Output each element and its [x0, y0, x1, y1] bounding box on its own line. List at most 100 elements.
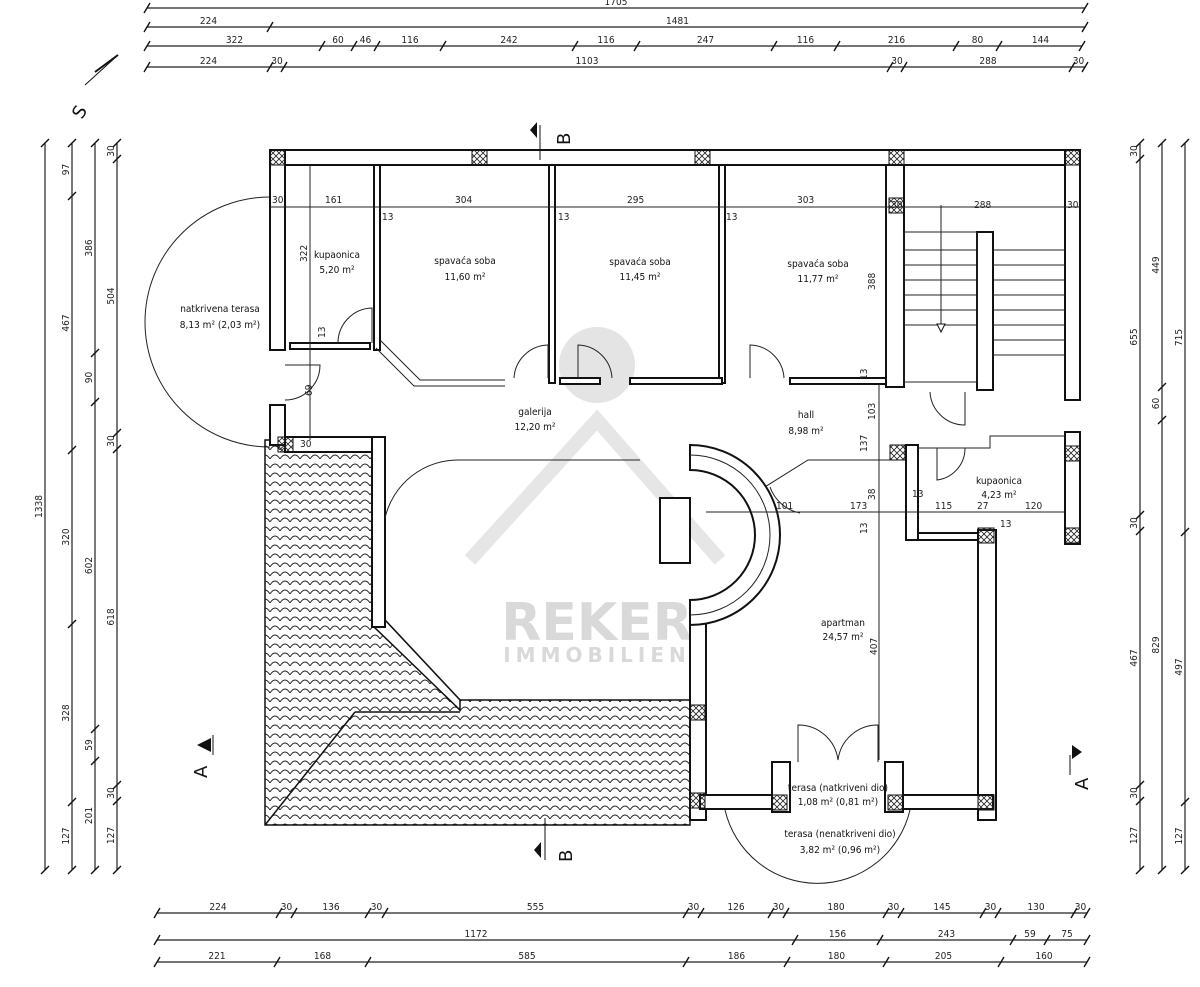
dimension-tick — [273, 956, 281, 968]
dim-label: 13 — [726, 212, 737, 223]
dimension-tick — [90, 756, 100, 766]
dimension-label: 180 — [827, 902, 844, 913]
dim-label: 407 — [869, 638, 880, 655]
dimension-label: 90 — [84, 372, 95, 384]
dim-label: 101 — [776, 501, 793, 512]
dimension-tick — [280, 61, 288, 73]
dimension-tick — [1180, 797, 1190, 807]
dimension-tick — [143, 21, 151, 33]
svg-text:11,77 m²: 11,77 m² — [798, 274, 839, 285]
dim-label: 13 — [859, 523, 870, 534]
dimension-label: 30 — [106, 435, 117, 447]
dimension-label: 655 — [1129, 328, 1140, 345]
dimension-label: 127 — [1129, 827, 1140, 844]
svg-text:3,82 m² (0,96 m²): 3,82 m² (0,96 m²) — [800, 845, 880, 856]
dimension-label: 1172 — [465, 929, 488, 940]
dimension-label: 127 — [1174, 827, 1185, 844]
dimension-tick — [266, 21, 274, 33]
section-marker-b-top: B — [530, 122, 575, 160]
dimension-label: 46 — [360, 35, 372, 46]
dim-label: 304 — [455, 195, 472, 206]
dimension-label: 618 — [106, 608, 117, 625]
dimension-tick — [67, 619, 77, 629]
dimension-label: 59 — [1024, 929, 1036, 940]
dimension-tick — [1081, 21, 1089, 33]
dimension-tick — [439, 40, 447, 52]
spiral-staircase — [659, 443, 781, 627]
dimension-tick — [143, 40, 151, 52]
dimension-tick — [995, 40, 1003, 52]
dimension-tick — [153, 907, 161, 919]
dimension-label: 449 — [1151, 256, 1162, 273]
dimension-label: 30 — [1129, 145, 1140, 157]
dimension-label: 201 — [84, 807, 95, 824]
svg-text:5,20 m²: 5,20 m² — [319, 265, 355, 276]
dimension-label: 224 — [209, 902, 226, 913]
dimension-tick — [1135, 510, 1145, 520]
dimension-label: 221 — [208, 951, 225, 962]
section-marker-a-right: A — [1069, 745, 1093, 790]
dim-label: 161 — [325, 195, 342, 206]
dim-label: 303 — [797, 195, 814, 206]
dimension-tick — [1157, 382, 1167, 392]
dimension-tick — [1135, 865, 1145, 875]
dimension-tick — [1135, 780, 1145, 790]
dimension-label: 127 — [106, 827, 117, 844]
dimension-tick — [290, 907, 298, 919]
dimension-label: 504 — [106, 287, 117, 304]
dimension-tick — [1083, 934, 1091, 946]
dimension-label: 97 — [61, 164, 72, 175]
svg-text:kupaonica: kupaonica — [976, 476, 1022, 487]
dimension-label: 75 — [1061, 929, 1072, 940]
dimension-tick — [112, 154, 122, 164]
svg-text:8,98 m²: 8,98 m² — [788, 426, 824, 437]
dimension-tick — [1180, 138, 1190, 148]
dimension-tick — [266, 61, 274, 73]
dimension-label: 242 — [500, 35, 517, 46]
svg-text:1,08 m² (0,81 m²): 1,08 m² (0,81 m²) — [798, 797, 878, 808]
watermark-brand: REKER — [501, 593, 692, 653]
dimension-tick — [633, 40, 641, 52]
dim-label: 69 — [304, 384, 315, 396]
dim-label: 103 — [867, 403, 878, 420]
dimension-label: 1338 — [34, 495, 45, 518]
dimension-tick — [767, 907, 775, 919]
dimension-tick — [979, 907, 987, 919]
watermark-sub: IMMOBILIEN — [503, 643, 691, 667]
svg-text:natkrivena terasa: natkrivena terasa — [180, 304, 260, 315]
dimension-label: 30 — [773, 902, 785, 913]
dimension-tick — [1135, 526, 1145, 536]
dimension-label: 59 — [84, 739, 95, 751]
svg-text:hall: hall — [798, 410, 814, 421]
dimension-tick — [143, 2, 151, 14]
dimension-tick — [952, 40, 960, 52]
dimension-tick — [697, 907, 705, 919]
svg-text:kupaonica: kupaonica — [314, 250, 360, 261]
dimension-label: 205 — [935, 951, 952, 962]
doors — [284, 307, 966, 762]
dimension-label: 30 — [1129, 517, 1140, 529]
dim-label: 13 — [859, 369, 870, 380]
dimension-tick — [90, 138, 100, 148]
dimension-tick — [1078, 40, 1086, 52]
dim-label: 137 — [859, 435, 870, 452]
dimension-tick — [782, 907, 790, 919]
dimension-label: 160 — [1035, 951, 1052, 962]
dimension-chain-top: 1705 — [143, 0, 1089, 14]
dimension-label: 1705 — [605, 0, 628, 8]
dimension-label: 156 — [829, 929, 846, 940]
dimension-tick — [994, 907, 1002, 919]
dimension-tick — [1081, 2, 1089, 14]
dimension-tick — [1180, 527, 1190, 537]
dimension-tick — [900, 61, 908, 73]
dimension-tick — [90, 348, 100, 358]
dimension-tick — [682, 907, 690, 919]
dimension-tick — [1009, 934, 1017, 946]
